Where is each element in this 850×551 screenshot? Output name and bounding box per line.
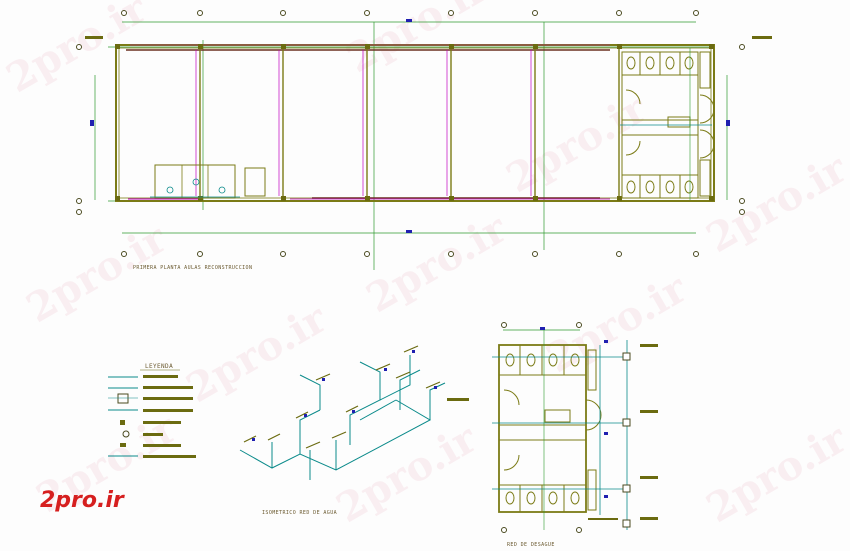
legend-table	[108, 369, 196, 458]
isometric-title: ISOMETRICO RED DE AGUA	[262, 510, 338, 516]
legend-title: LEYENDA	[145, 363, 174, 370]
drainage-plan	[492, 322, 658, 533]
floor-plan-title: PRIMERA PLANTA AULAS RECONSTRUCCION	[133, 265, 253, 271]
drainage-title: RED DE DESAGUE	[507, 542, 555, 548]
floor-plan	[76, 10, 772, 270]
isometric-water-network	[239, 355, 446, 480]
axis-markers-bottom	[121, 251, 699, 257]
isometric-fixtures	[243, 345, 441, 449]
brand-logo: 2pro.ir	[40, 488, 124, 513]
axis-markers-top	[121, 10, 699, 16]
